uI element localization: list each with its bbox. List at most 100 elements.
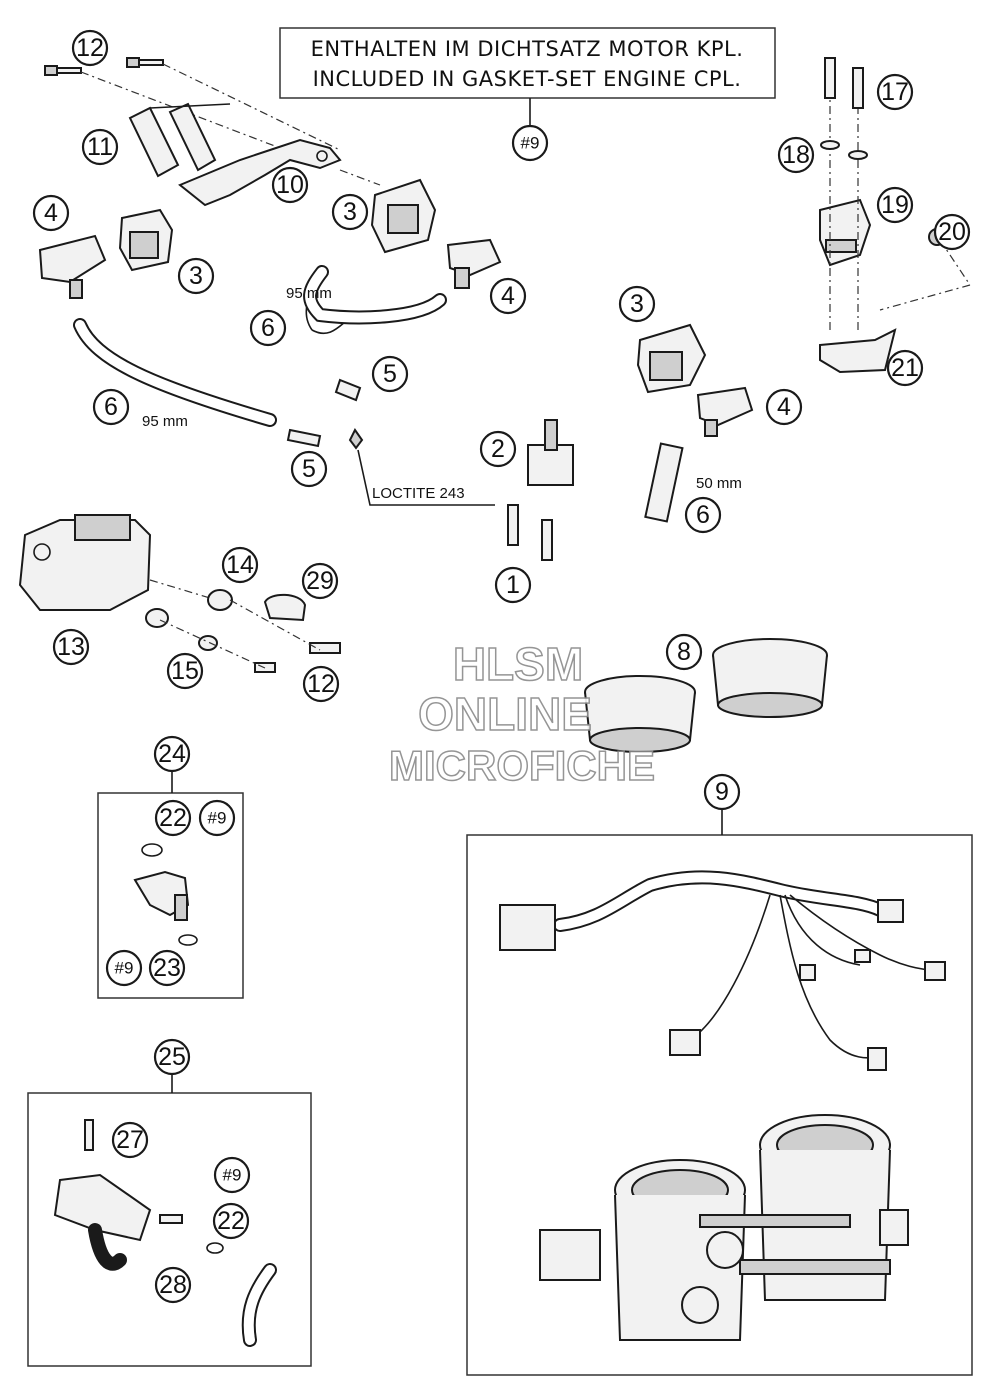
note-line-1: ENTHALTEN IM DICHTSATZ MOTOR KPL. <box>311 37 744 61</box>
clip-11-part <box>128 102 231 178</box>
svg-text:23: 23 <box>153 954 181 982</box>
loctite-label: LOCTITE 243 <box>372 485 465 502</box>
callout-22-box24[interactable]: 22 <box>154 799 192 837</box>
intake-boot-8-parts <box>584 638 828 753</box>
callout-23[interactable]: 23 <box>148 949 186 987</box>
callout-ref-9-box24-top[interactable]: #9 <box>198 799 236 837</box>
callout-21[interactable]: 21 <box>886 349 924 387</box>
svg-text:18: 18 <box>782 141 810 169</box>
callout-9[interactable]: 9 <box>703 773 741 811</box>
callout-1[interactable]: 1 <box>494 566 532 604</box>
svg-text:6: 6 <box>104 393 118 421</box>
control-unit-19-part <box>819 57 971 374</box>
injector-kit-25-frame <box>27 1075 312 1367</box>
callout-10[interactable]: 10 <box>271 166 309 204</box>
svg-text:3: 3 <box>630 290 644 318</box>
callout-4-right[interactable]: 4 <box>765 388 803 426</box>
svg-text:4: 4 <box>44 199 58 227</box>
connector-3-center-part <box>370 178 437 254</box>
dimension-hose-right: 50 mm <box>696 475 742 492</box>
callout-13[interactable]: 13 <box>52 628 90 666</box>
gasket-set-note: ENTHALTEN IM DICHTSATZ MOTOR KPL. INCLUD… <box>279 27 776 126</box>
callout-24[interactable]: 24 <box>153 735 191 773</box>
svg-text:6: 6 <box>261 314 275 342</box>
svg-text:22: 22 <box>217 1207 245 1235</box>
callout-11[interactable]: 11 <box>81 128 119 166</box>
injector-kit-24-frame <box>97 772 244 999</box>
svg-text:20: 20 <box>938 218 966 246</box>
connector-3-left-part <box>118 208 174 272</box>
svg-text:28: 28 <box>159 1271 187 1299</box>
callout-19[interactable]: 19 <box>876 186 914 224</box>
callout-22-box25[interactable]: 22 <box>212 1202 250 1240</box>
hose-6-center-part <box>303 265 447 335</box>
callout-3-right[interactable]: 3 <box>618 285 656 323</box>
callout-12-lower[interactable]: 12 <box>302 665 340 703</box>
svg-text:15: 15 <box>171 657 199 685</box>
callout-2[interactable]: 2 <box>479 430 517 468</box>
sensor-4-center-part <box>446 238 502 289</box>
callout-4-center[interactable]: 4 <box>489 277 527 315</box>
callout-12-top[interactable]: 12 <box>71 29 109 67</box>
svg-text:12: 12 <box>307 670 335 698</box>
svg-text:14: 14 <box>226 551 254 579</box>
callout-28[interactable]: 28 <box>154 1266 192 1304</box>
fasteners-14-15-29-parts <box>145 589 341 673</box>
callout-5-lower[interactable]: 5 <box>290 450 328 488</box>
svg-text:19: 19 <box>881 191 909 219</box>
callout-3-left[interactable]: 3 <box>177 257 215 295</box>
svg-text:17: 17 <box>881 78 909 106</box>
control-unit-13-part <box>18 514 211 611</box>
svg-text:4: 4 <box>777 393 791 421</box>
callout-6-right[interactable]: 6 <box>684 496 722 534</box>
callout-ref-9-box25[interactable]: #9 <box>213 1156 251 1194</box>
svg-text:6: 6 <box>696 501 710 529</box>
svg-text:3: 3 <box>189 262 203 290</box>
svg-text:27: 27 <box>116 1126 144 1154</box>
svg-text:11: 11 <box>87 133 113 161</box>
callout-3-center[interactable]: 3 <box>331 193 369 231</box>
callout-6-center[interactable]: 6 <box>249 309 287 347</box>
callout-17[interactable]: 17 <box>876 73 914 111</box>
watermark: HLSM ONLINE MICROFICHE <box>388 637 656 790</box>
note-frame <box>279 27 776 99</box>
callout-4-left[interactable]: 4 <box>32 194 70 232</box>
note-line-2: INCLUDED IN GASKET-SET ENGINE CPL. <box>313 67 742 91</box>
callout-20[interactable]: 20 <box>933 213 971 251</box>
svg-text:1: 1 <box>506 571 520 599</box>
svg-text:22: 22 <box>159 804 187 832</box>
svg-text:2: 2 <box>491 435 505 463</box>
dimension-hose-left: 95 mm <box>142 413 188 430</box>
svg-text:29: 29 <box>306 567 334 595</box>
callout-ref-9-box24-bottom[interactable]: #9 <box>105 949 143 987</box>
svg-text:10: 10 <box>276 171 304 199</box>
callout-5-upper[interactable]: 5 <box>371 355 409 393</box>
loctite-leader <box>357 449 495 506</box>
callout-ref-9-top[interactable]: #9 <box>511 124 549 162</box>
nipple-5-parts <box>286 378 364 450</box>
callout-18[interactable]: 18 <box>777 136 815 174</box>
svg-text:21: 21 <box>891 354 919 382</box>
sensor-4-left-part <box>38 234 107 299</box>
svg-text:8: 8 <box>677 638 691 666</box>
svg-text:3: 3 <box>343 198 357 226</box>
dimension-hose-center: 95 mm <box>286 285 332 302</box>
svg-text:#9: #9 <box>208 809 227 828</box>
screw-12-top-parts <box>44 57 341 151</box>
svg-text:#9: #9 <box>115 959 134 978</box>
svg-text:25: 25 <box>158 1043 186 1071</box>
callout-8[interactable]: 8 <box>665 633 703 671</box>
svg-text:5: 5 <box>302 455 316 483</box>
callout-14[interactable]: 14 <box>221 546 259 584</box>
callout-15[interactable]: 15 <box>166 652 204 690</box>
callout-27[interactable]: 27 <box>111 1121 149 1159</box>
svg-text:9: 9 <box>715 778 729 806</box>
callout-6-left[interactable]: 6 <box>92 388 130 426</box>
callout-29[interactable]: 29 <box>301 562 339 600</box>
watermark-line-1: HLSM <box>453 638 583 690</box>
callout-25[interactable]: 25 <box>153 1038 191 1076</box>
svg-text:4: 4 <box>501 282 515 310</box>
svg-text:5: 5 <box>383 360 397 388</box>
sensor-2-part <box>507 419 574 561</box>
